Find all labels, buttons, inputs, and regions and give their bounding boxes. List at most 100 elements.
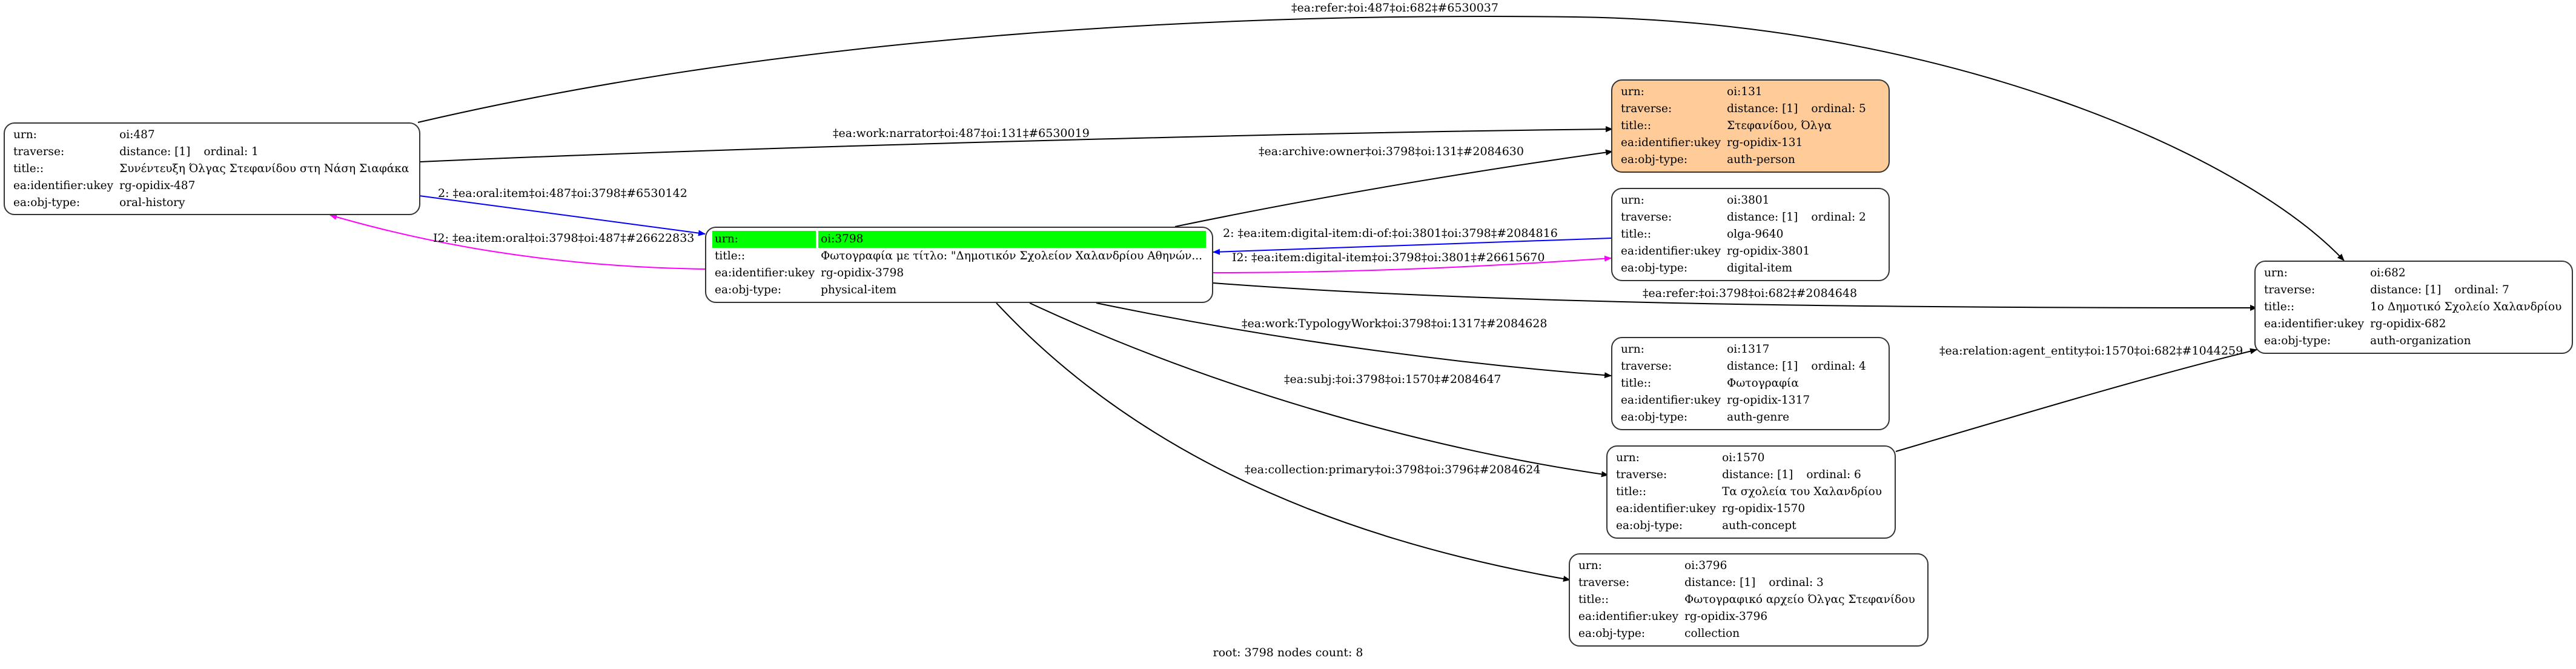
node-oi-3801[interactable]: urn:oi:3801 traverse:distance: [1]ordina… (1611, 188, 1890, 281)
urn-value: oi:131 (1727, 85, 1763, 98)
title-value: Φωτογραφία με τίτλο: "Δημοτικόν Σχολείον… (821, 250, 1203, 262)
edge-subj-3798-1570[interactable] (1029, 302, 1609, 478)
title-key: title:: (2264, 301, 2295, 313)
ukey-key: ea:identifier:ukey (2264, 318, 2365, 330)
urn-key: urn: (1578, 559, 1602, 572)
edge-label-subj-3798-1570: ‡ea:subj:‡oi:3798‡oi:1570‡#2084647 (1284, 373, 1502, 386)
node-oi-131[interactable]: urn: oi:131 traverse: distance: [1] ordinal… (1611, 79, 1890, 173)
obj-type-value: auth-person (1727, 153, 1795, 166)
urn-value: oi:3798 (818, 231, 1206, 248)
edge-item-digital-item-3798-3801[interactable] (1213, 255, 1612, 273)
urn-value: oi:682 (2370, 267, 2406, 279)
node-oi-3796[interactable]: urn:oi:3796 traverse:distance: [1]ordina… (1569, 553, 1929, 647)
edge-agent-entity-1570-682[interactable] (1895, 348, 2257, 452)
traverse-key: traverse: (1621, 102, 1672, 115)
urn-key: urn: (1621, 85, 1644, 98)
ukey-key: ea:identifier:ukey (1621, 136, 1721, 149)
title-key: title:: (1578, 593, 1609, 606)
ukey-key: ea:identifier:ukey (13, 179, 114, 192)
distance-value: distance: [1] (2370, 284, 2442, 296)
obj-type-key: ea:obj-type: (13, 196, 81, 209)
edge-label-narrator-487-131: ‡ea:work:narrator‡oi:487‡oi:131‡#6530019 (833, 127, 1090, 140)
obj-type-value: auth-organization (2370, 334, 2471, 347)
ukey-value: rg-opidix-3796 (1684, 610, 1768, 623)
obj-type-value: digital-item (1727, 262, 1793, 275)
title-key: title:: (1621, 119, 1652, 132)
edge-label-refer-3798-682: ‡ea:refer:‡oi:3798‡oi:682‡#2084648 (1643, 287, 1857, 300)
ordinal-value: ordinal: 5 (1811, 102, 1866, 115)
ordinal-value: ordinal: 4 (1811, 360, 1866, 373)
node-oi-487[interactable]: urn:oi:487 traverse:distance: [1]ordinal… (4, 122, 420, 215)
urn-value: oi:3801 (1727, 194, 1770, 207)
traverse-key: traverse: (1578, 576, 1630, 589)
ukey-value: rg-opidix-682 (2370, 318, 2446, 330)
distance-value: distance: [1] (1684, 576, 1756, 589)
obj-type-value: auth-concept (1722, 519, 1796, 532)
root-highlight-row: urn:oi:3798 (712, 231, 1206, 248)
edge-item-oral-3798-487[interactable] (329, 214, 706, 270)
title-value: 1ο Δημοτικό Σχολείο Χαλανδρίου (2370, 301, 2562, 313)
urn-key: urn: (1616, 451, 1640, 464)
ukey-value: rg-opidix-131 (1727, 136, 1803, 149)
urn-key: urn: (712, 231, 819, 248)
obj-type-value: physical-item (821, 284, 897, 296)
edge-archive-owner-3798-131[interactable] (1174, 149, 1613, 227)
edge-label-typology-3798-1317: ‡ea:work:TypologyWork‡oi:3798‡oi:1317‡#2… (1242, 317, 1547, 330)
title-value: Συνέντευξη Όλγας Στεφανίδου στη Νάση Σια… (119, 162, 409, 175)
urn-key: urn: (1621, 343, 1644, 356)
urn-value: oi:1570 (1722, 451, 1765, 464)
distance-value: distance: [1] (119, 145, 191, 158)
title-value: Τα σχολεία του Χαλανδρίου (1722, 485, 1882, 498)
ukey-value: rg-opidix-3801 (1727, 245, 1810, 258)
obj-type-key: ea:obj-type: (1621, 153, 1688, 166)
edge-label-refer-487-682: ‡ea:refer:‡oi:487‡oi:682‡#6530037 (1291, 1, 1498, 15)
traverse-key: traverse: (13, 145, 65, 158)
edge-oral-item-487-3798[interactable] (419, 195, 706, 236)
ukey-key: ea:identifier:ukey (1621, 394, 1721, 407)
edge-typology-3798-1317[interactable] (1096, 302, 1612, 379)
edge-narrator-487-131[interactable] (420, 126, 1613, 162)
ordinal-value: ordinal: 2 (1811, 211, 1866, 224)
distance-value: distance: [1] (1727, 360, 1798, 373)
ukey-key: ea:identifier:ukey (1578, 610, 1679, 623)
node-oi-1570[interactable]: urn:oi:1570 traverse:distance: [1]ordina… (1606, 445, 1896, 539)
obj-type-key: ea:obj-type: (1578, 627, 1646, 640)
ukey-value: rg-opidix-1317 (1727, 394, 1810, 407)
edge-label-digital-item-di-of-3801-3798: 2: ‡ea:item:digital-item:di-of:‡oi:3801‡… (1223, 227, 1558, 240)
title-key: title:: (1616, 485, 1647, 498)
title-value: Φωτογραφικό αρχείο Όλγας Στεφανίδου (1684, 593, 1915, 606)
edge-refer-487-682[interactable] (417, 16, 2345, 261)
obj-type-key: ea:obj-type: (1616, 519, 1683, 532)
ordinal-value: ordinal: 3 (1769, 576, 1824, 589)
urn-key: urn: (13, 128, 37, 141)
node-oi-1317[interactable]: urn:oi:1317 traverse:distance: [1]ordina… (1611, 337, 1890, 430)
urn-key: urn: (1621, 194, 1644, 207)
edge-collection-primary-3798-3796[interactable] (996, 302, 1571, 582)
title-value: Στεφανίδου, Όλγα (1727, 119, 1832, 132)
node-oi-3798-root[interactable]: urn:oi:3798 title::Φωτογραφία με τίτλο: … (705, 227, 1213, 303)
distance-value: distance: [1] (1727, 211, 1798, 224)
ukey-value: rg-opidix-1570 (1722, 502, 1806, 515)
obj-type-value: auth-genre (1727, 411, 1790, 424)
edge-label-item-oral-3798-487: I2: ‡ea:item:oral‡oi:3798‡oi:487‡#266228… (433, 231, 694, 245)
obj-type-key: ea:obj-type: (2264, 334, 2331, 347)
edge-digital-item-di-of-3801-3798[interactable] (1213, 238, 1612, 255)
edge-label-oral-item-487-3798: 2: ‡ea:oral:item‡oi:487‡oi:3798‡#6530142 (438, 187, 687, 200)
urn-value: oi:1317 (1727, 343, 1770, 356)
edge-label-item-digital-item-3798-3801: I2: ‡ea:item:digital-item‡oi:3798‡oi:380… (1232, 251, 1545, 264)
edge-label-collection-primary-3798-3796: ‡ea:collection:primary‡oi:3798‡oi:3796‡#… (1245, 463, 1540, 476)
edge-refer-3798-682[interactable] (1213, 282, 2257, 311)
ukey-key: ea:identifier:ukey (1616, 502, 1717, 515)
ordinal-value: ordinal: 7 (2454, 284, 2509, 296)
node-oi-682[interactable]: urn:oi:682 traverse:distance: [1]ordinal… (2254, 261, 2573, 354)
distance-value: distance: [1] (1722, 468, 1793, 481)
obj-type-value: oral-history (119, 196, 185, 209)
graph-footer-caption: root: 3798 nodes count: 8 (1213, 646, 1363, 659)
obj-type-key: ea:obj-type: (1621, 262, 1688, 275)
distance-value: distance: [1] (1727, 102, 1798, 115)
title-key: title:: (1621, 228, 1652, 241)
traverse-key: traverse: (1616, 468, 1667, 481)
edge-label-archive-owner-3798-131: ‡ea:archive:owner‡oi:3798‡oi:131‡#208463… (1259, 145, 1524, 158)
urn-value: oi:487 (119, 128, 155, 141)
